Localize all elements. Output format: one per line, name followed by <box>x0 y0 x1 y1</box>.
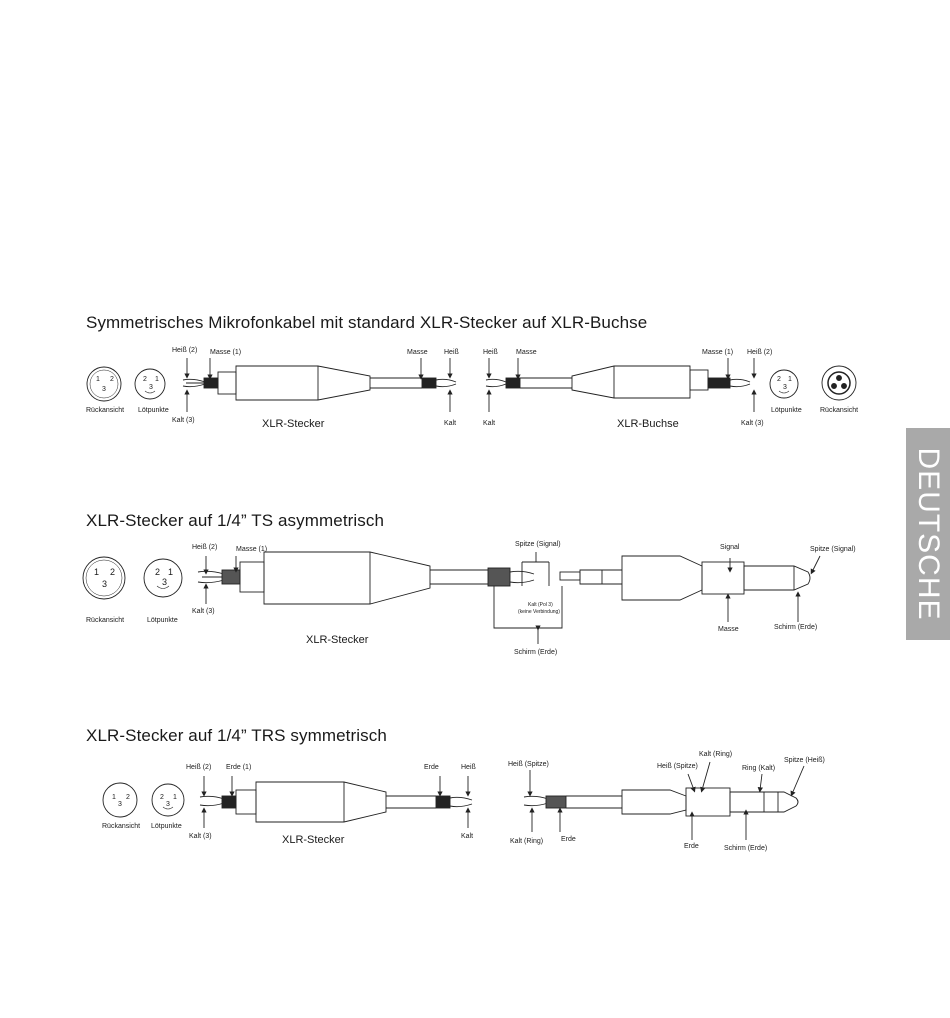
label-solder-points: Lötpunkte <box>771 407 802 414</box>
label-signal: Signal <box>720 544 740 551</box>
label-shield-earth: Schirm (Erde) <box>724 845 768 852</box>
caption-xlr-plug: XLR-Stecker <box>282 834 345 846</box>
label-cold-3: Kalt (3) <box>741 420 764 427</box>
label-hot: Heiß <box>444 349 459 356</box>
label-shield-ground: Schirm (Erde) <box>774 624 818 631</box>
xlr-jack-solder-icon <box>769 369 799 399</box>
section-title-xlr-trs: XLR-Stecker auf 1/4” TRS symmetrisch <box>86 726 387 745</box>
pin-label: 2 <box>110 567 116 577</box>
pin-label: 1 <box>94 567 100 577</box>
pin-label: 1 <box>168 567 174 577</box>
pin-label: 2 <box>777 376 781 383</box>
label-earth: Erde <box>424 764 439 771</box>
label-cold-ring: Kalt (Ring) <box>699 751 733 758</box>
pin-label: 3 <box>118 801 122 808</box>
label-cold: Kalt <box>444 420 457 427</box>
label-tip-hot: Spitze (Heiß) <box>784 757 825 764</box>
pin-label: 3 <box>162 577 168 587</box>
pin-label: 1 <box>96 376 100 383</box>
label-cold-3: Kalt (3) <box>192 608 215 615</box>
language-tab: DEUTSCHE <box>906 428 950 640</box>
label-cold-ring: Kalt (Ring) <box>510 838 544 845</box>
cable-shield <box>203 377 219 389</box>
pin-label: 2 <box>160 794 164 801</box>
xlr-jack-rear-icon <box>821 365 857 401</box>
language-tab-label: DEUTSCHE <box>912 447 945 621</box>
label-cold-3: Kalt (3) <box>172 417 195 424</box>
pin-label: 1 <box>155 376 159 383</box>
pin-label: 2 <box>155 567 161 577</box>
label-rear-view: Rückansicht <box>102 823 141 830</box>
pin-label: 1 <box>788 376 792 383</box>
label-hot-tip: Heiß (Spitze) <box>508 761 549 768</box>
xlr-solder-view-icon <box>134 368 166 400</box>
pin-label: 3 <box>783 384 787 391</box>
label-ground: Masse <box>718 626 739 633</box>
label-ground-1: Masse (1) <box>210 349 242 356</box>
xlr-jack-body <box>571 365 691 399</box>
label-ground: Masse <box>516 349 537 356</box>
caption-xlr-plug: XLR-Stecker <box>262 418 325 430</box>
label-solder-points: Lötpunkte <box>151 823 182 830</box>
pin-label: 2 <box>126 794 130 801</box>
section-title-xlr-xlr: Symmetrisches Mikrofonkabel mit standard… <box>86 313 648 332</box>
label-shield-ground: Schirm (Erde) <box>514 649 558 656</box>
pin-label: 1 <box>112 794 116 801</box>
label-ring-cold: Ring (Kalt) <box>742 765 776 772</box>
label-cold-3: Kalt (3) <box>189 833 212 840</box>
label-hot: Heiß <box>483 349 498 356</box>
label-tip-signal: Spitze (Signal) <box>515 541 561 548</box>
label-tip-signal: Spitze (Signal) <box>810 546 856 553</box>
pin-label: 2 <box>143 376 147 383</box>
label-solder-points: Lötpunkte <box>138 407 169 414</box>
caption-xlr-plug: XLR-Stecker <box>306 634 369 646</box>
label-hot-2: Heiß (2) <box>186 764 212 771</box>
label-cold: Kalt <box>461 833 474 840</box>
label-cold-pin3: Kalt (Pol 3) <box>528 602 553 608</box>
pin-label: 1 <box>173 794 177 801</box>
pin-label: 3 <box>102 579 108 589</box>
label-rear-view: Rückansicht <box>86 617 125 624</box>
label-rear-view: Rückansicht <box>86 407 125 414</box>
label-ground-1: Masse (1) <box>702 349 734 356</box>
xlr-plug-body <box>235 365 371 401</box>
label-ground: Masse <box>407 349 428 356</box>
pin-label: 3 <box>149 384 153 391</box>
pin-label: 3 <box>102 386 106 393</box>
label-hot-2: Heiß (2) <box>172 347 198 354</box>
label-no-connection: (keine Verbindung) <box>518 609 560 615</box>
label-hot-tip: Heiß (Spitze) <box>657 763 698 770</box>
pin-label: 2 <box>110 376 114 383</box>
label-cold: Kalt <box>483 420 496 427</box>
label-earth-1: Erde (1) <box>226 764 252 771</box>
section-title-xlr-ts: XLR-Stecker auf 1/4” TS asymmetrisch <box>86 511 385 530</box>
xlr-rear-view-icon <box>86 366 122 402</box>
label-earth: Erde <box>561 836 576 843</box>
pin-label: 3 <box>166 801 170 808</box>
label-ground-1: Masse (1) <box>236 546 268 553</box>
label-earth: Erde <box>684 843 699 850</box>
label-hot: Heiß <box>461 764 476 771</box>
label-solder-points: Lötpunkte <box>147 617 178 624</box>
caption-xlr-jack: XLR-Buchse <box>617 418 679 430</box>
label-rear-view: Rückansicht <box>820 407 859 414</box>
label-hot-2: Heiß (2) <box>192 544 218 551</box>
label-hot-2: Heiß (2) <box>747 349 773 356</box>
